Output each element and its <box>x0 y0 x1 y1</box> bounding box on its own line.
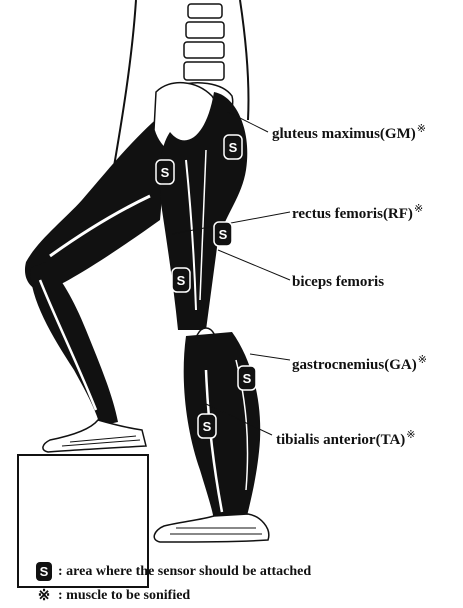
sensor-marker-knee: S <box>172 268 190 292</box>
label-tibialis-anterior-text: tibialis anterior(TA) <box>276 432 405 448</box>
legend-sensor-text: : area where the sensor should be attach… <box>58 564 311 580</box>
sensor-marker-thigh-front: S <box>156 160 174 184</box>
label-biceps-femoris-text: biceps femoris <box>292 274 384 290</box>
sensor-marker-ta-label: S <box>203 419 212 434</box>
sensor-marker-gm-label: S <box>229 140 238 155</box>
sensor-marker-thigh-front-label: S <box>161 165 170 180</box>
legend-sensor: S : area where the sensor should be atta… <box>36 562 311 581</box>
legend-sonify-text: : muscle to be sonified <box>58 588 190 604</box>
label-biceps-femoris: biceps femoris <box>292 274 384 291</box>
back-leg <box>25 108 170 452</box>
sensor-marker-gm: S <box>224 135 242 159</box>
legend-sonify-symbol: ※ <box>36 586 52 605</box>
label-rectus-femoris-text: rectus femoris(RF) <box>292 206 413 222</box>
sonify-mark-gm: ※ <box>417 123 426 135</box>
sensor-marker-knee-label: S <box>177 273 186 288</box>
legend-sensor-symbol: S <box>36 562 52 581</box>
label-gastrocnemius-text: gastrocnemius(GA) <box>292 357 417 373</box>
sensor-marker-rf-label: S <box>219 227 228 242</box>
bf-pointer <box>218 250 290 280</box>
torso-outline-right <box>240 0 249 120</box>
label-tibialis-anterior: tibialis anterior(TA)※ <box>276 428 416 449</box>
front-leg <box>154 83 269 542</box>
legend-sonify: ※ : muscle to be sonified <box>36 586 190 605</box>
sonify-mark-ga: ※ <box>418 354 427 366</box>
ga-pointer <box>250 354 290 360</box>
label-gastrocnemius: gastrocnemius(GA)※ <box>292 353 427 374</box>
sensor-marker-rf: S <box>214 222 232 246</box>
sonify-mark-rf: ※ <box>414 203 423 215</box>
sonify-mark-ta: ※ <box>406 429 415 441</box>
sensor-marker-ta: S <box>198 414 216 438</box>
sensor-marker-ga-label: S <box>243 371 252 386</box>
label-rectus-femoris: rectus femoris(RF)※ <box>292 202 423 223</box>
label-gluteus-maximus: gluteus maximus(GM)※ <box>272 122 426 143</box>
sensor-marker-ga: S <box>238 366 256 390</box>
label-gluteus-maximus-text: gluteus maximus(GM) <box>272 126 416 142</box>
